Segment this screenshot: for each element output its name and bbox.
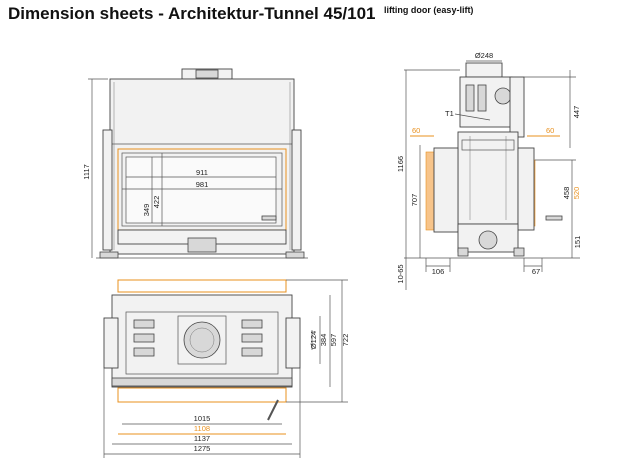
top-rear-outline bbox=[117, 387, 287, 403]
front-height-label: 1117 bbox=[82, 164, 91, 180]
top-mid-depth-label: 597 bbox=[329, 334, 338, 347]
front-glass-width-label: 911 bbox=[196, 168, 208, 177]
side-right-offset-label: 60 bbox=[546, 126, 554, 135]
front-door-width-label: 981 bbox=[196, 180, 209, 189]
side-body-panel bbox=[461, 139, 515, 151]
front-bracket-right bbox=[291, 129, 302, 251]
side-panel-left bbox=[425, 151, 435, 231]
front-view: 1117 911 981 349 422 bbox=[82, 68, 308, 259]
top-width-4-label: 1275 bbox=[194, 444, 211, 453]
front-glass-height-label: 349 bbox=[142, 204, 151, 217]
top-side-right bbox=[285, 317, 301, 369]
top-width-3-label: 1137 bbox=[194, 434, 210, 443]
side-flue bbox=[465, 62, 503, 78]
top-inner-frame bbox=[125, 311, 279, 375]
front-bracket-left bbox=[102, 129, 113, 251]
side-rear-column bbox=[509, 76, 525, 138]
title-main: Dimension sheets - Architektur-Tunnel 45… bbox=[8, 4, 376, 23]
top-total-depth-label: 722 bbox=[341, 334, 350, 347]
top-front-outline bbox=[117, 279, 287, 293]
top-handle bbox=[267, 399, 279, 421]
front-foot-left bbox=[99, 251, 119, 259]
side-handle bbox=[545, 215, 563, 221]
side-foot-range-label: 10-65 bbox=[396, 264, 405, 283]
side-t1-label: T1 bbox=[445, 109, 454, 118]
top-flue bbox=[183, 321, 221, 359]
side-control-2 bbox=[477, 84, 487, 112]
side-t1-leader bbox=[454, 113, 491, 121]
front-handle bbox=[261, 215, 277, 221]
side-right-depth-label: 67 bbox=[532, 267, 540, 276]
side-top-height-label: 447 bbox=[572, 106, 581, 119]
front-flue-cap bbox=[195, 69, 219, 79]
top-grill-r2 bbox=[241, 333, 263, 343]
front-door-frame bbox=[121, 152, 283, 227]
side-frame-right bbox=[517, 147, 535, 231]
side-left-offset-label: 60 bbox=[412, 126, 420, 135]
front-door-height-label: 422 bbox=[152, 196, 161, 209]
top-grill-r3 bbox=[241, 347, 263, 357]
top-grill-l3 bbox=[133, 347, 155, 357]
top-grill-l1 bbox=[133, 319, 155, 329]
top-flue-inner bbox=[189, 327, 215, 353]
top-grill-r1 bbox=[241, 319, 263, 329]
title-subtitle: lifting door (easy-lift) bbox=[383, 4, 474, 15]
side-frame-left bbox=[433, 147, 459, 233]
side-opening-height-alt-label: 520 bbox=[572, 187, 581, 200]
side-opening-height-label: 458 bbox=[562, 187, 571, 200]
side-height-label: 1166 bbox=[396, 156, 405, 172]
side-left-depth-label: 106 bbox=[432, 267, 445, 276]
side-base-height-label: 151 bbox=[573, 236, 582, 249]
side-body bbox=[457, 131, 519, 225]
front-foot-right bbox=[285, 251, 305, 259]
page-title: Dimension sheets - Architektur-Tunnel 45… bbox=[8, 4, 473, 24]
top-inner-depth-label: 384 bbox=[319, 334, 328, 347]
top-rear-bar bbox=[111, 377, 293, 387]
side-foot-left bbox=[457, 247, 469, 257]
top-width-2-label: 1108 bbox=[194, 424, 210, 433]
top-flue-collar bbox=[177, 315, 227, 365]
side-flue-diameter-label: Ø248 bbox=[475, 51, 493, 60]
side-view: Ø248 T1 60 60 1166 bbox=[396, 51, 582, 290]
top-flue-diameter-label: Ø124 bbox=[309, 331, 318, 349]
front-air-inlet bbox=[187, 237, 217, 253]
top-side-left bbox=[103, 317, 119, 369]
top-width-1-label: 1015 bbox=[194, 414, 211, 423]
top-view: Ø124 384 597 722 1015 1108 1137 1275 bbox=[103, 279, 350, 458]
side-body-height-label: 707 bbox=[410, 194, 419, 207]
front-glass bbox=[125, 156, 277, 224]
side-foot-right bbox=[513, 247, 525, 257]
side-control-1 bbox=[465, 84, 475, 112]
top-grill-l2 bbox=[133, 333, 155, 343]
side-air-inlet bbox=[478, 230, 498, 250]
side-motor bbox=[494, 87, 512, 105]
